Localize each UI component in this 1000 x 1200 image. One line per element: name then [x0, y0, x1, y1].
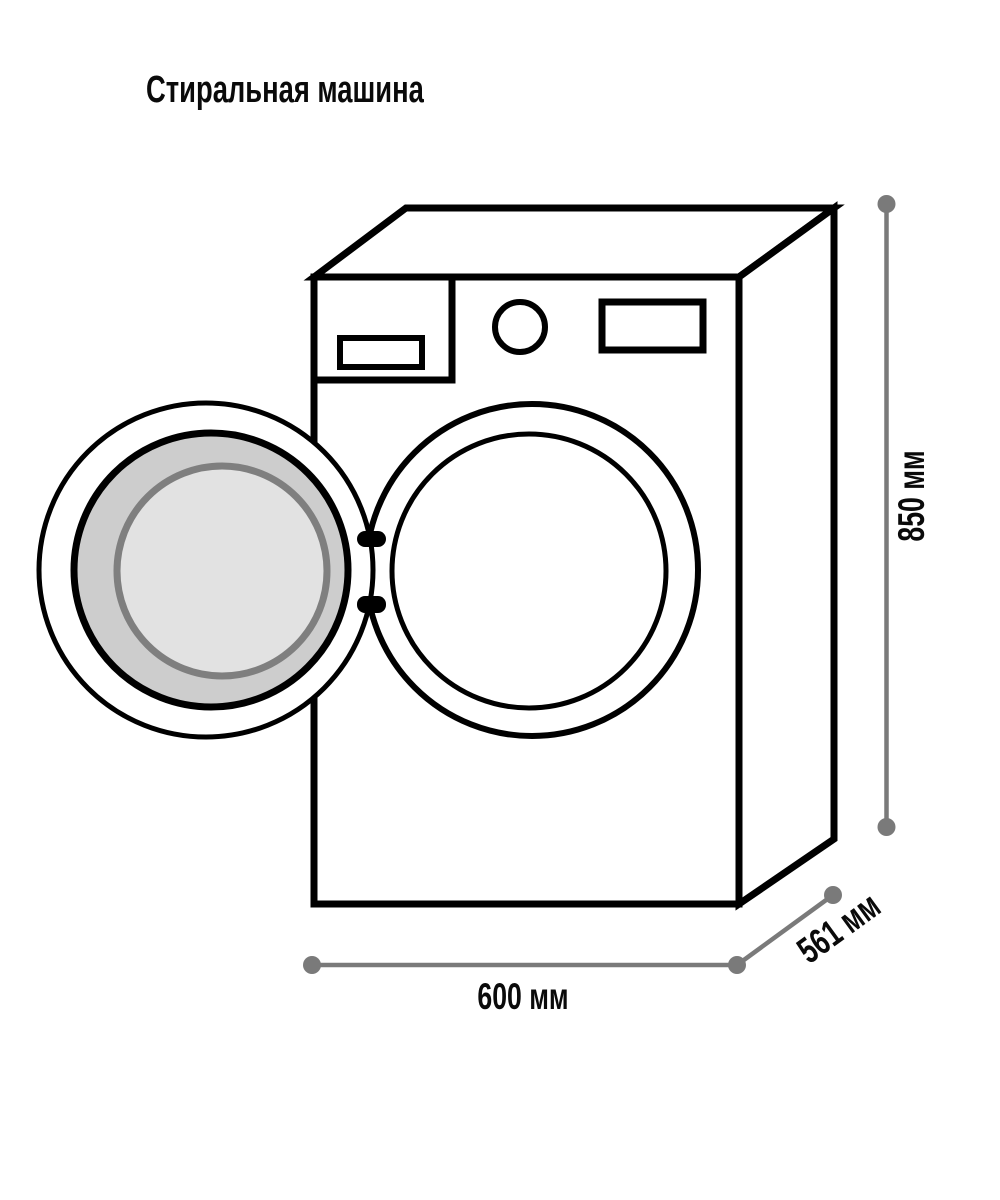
door-glass	[113, 462, 331, 680]
height-dimension-label: 850 мм	[891, 450, 932, 541]
height-dimension-dot-bottom	[877, 818, 896, 836]
open-door	[36, 400, 376, 740]
depth-dimension-line	[734, 892, 836, 968]
door-opening-inner-ring	[389, 431, 669, 711]
detergent-drawer	[337, 335, 425, 370]
height-dimension: 850 мм	[877, 195, 932, 836]
door-hinge-top	[357, 531, 386, 547]
washing-machine-drawing	[36, 201, 845, 911]
diagram-title: Стиральная машина	[146, 69, 424, 111]
width-dimension-dot-left	[303, 956, 321, 974]
program-knob	[492, 299, 548, 355]
height-dimension-dot-top	[877, 195, 896, 213]
width-dimension: 600 мм	[303, 956, 746, 1017]
width-dimension-label: 600 мм	[477, 976, 568, 1017]
control-display	[598, 298, 707, 354]
machine-side-panel	[735, 201, 838, 911]
depth-dimension: 561 мм	[734, 884, 888, 971]
depth-dimension-dot-top	[824, 886, 842, 904]
door-hinge-bottom	[357, 596, 386, 613]
